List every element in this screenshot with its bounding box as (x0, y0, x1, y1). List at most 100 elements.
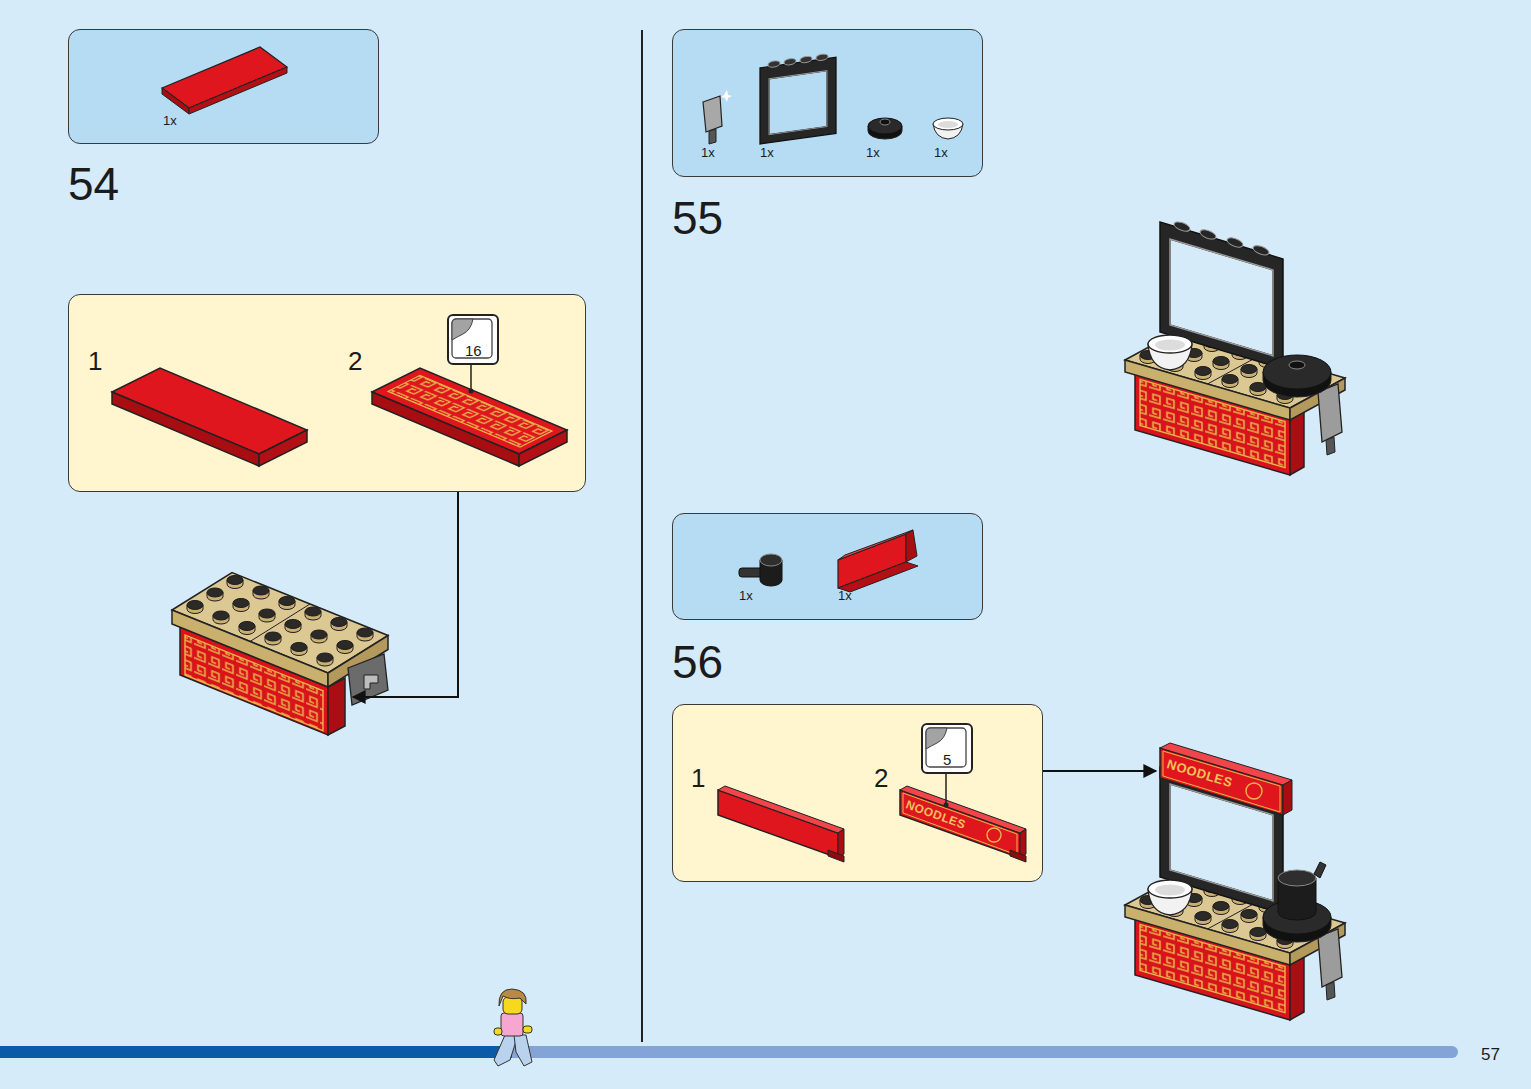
illustration-rect (739, 568, 763, 577)
page-number: 57 (1481, 1045, 1500, 1065)
sub-step-number: 1 (88, 347, 102, 377)
part-count: 1x (866, 146, 880, 161)
illustration-path (364, 675, 378, 689)
sticker-text: NOODLES (904, 798, 968, 832)
sticker-icon (926, 728, 966, 767)
round-tile-on-stall (1263, 355, 1331, 397)
illustration-polygon (903, 793, 1017, 855)
illustration-use (311, 630, 327, 643)
illustration-use (239, 622, 255, 635)
illustration-use (357, 628, 373, 641)
illustration-polygon (112, 368, 307, 454)
part-count: 1x (701, 146, 715, 161)
illustration-polygon (372, 368, 567, 454)
illustration-polygon (906, 530, 917, 562)
illustration-path (868, 126, 902, 139)
illustration-polygon (328, 678, 345, 735)
illustration-polygon (838, 562, 918, 592)
illustration-path (1263, 372, 1331, 397)
illustration-ellipse (800, 56, 812, 64)
illustration-use (265, 632, 281, 645)
illustration-polygon (1160, 743, 1292, 785)
illustration-use (331, 618, 347, 631)
illustration-polygon (162, 47, 287, 108)
parts-list-box: 1x1x (672, 513, 983, 620)
illustration-ellipse (938, 121, 958, 128)
illustration-use (291, 643, 307, 656)
cooking-pot (1263, 862, 1331, 942)
illustration-polygon (259, 430, 307, 466)
illustration-use (253, 586, 269, 599)
illustration-circle (987, 828, 1001, 842)
illustration-ellipse (1263, 355, 1331, 389)
illustration-path (452, 319, 473, 340)
red-tile-part (162, 47, 287, 114)
illustration-line (470, 365, 472, 389)
illustration-path (721, 90, 732, 102)
illustration-path (926, 728, 947, 749)
part-count: 1x (934, 146, 948, 161)
illustration-ellipse (880, 119, 890, 125)
illustration-path (499, 989, 526, 1006)
illustration-polygon (718, 790, 838, 858)
illustration-rect (501, 1013, 523, 1036)
sign-text: NOODLES (1165, 758, 1234, 792)
progress-bar-done (0, 1046, 512, 1058)
illustration-line (945, 774, 947, 803)
illustration-ellipse (1278, 870, 1316, 886)
illustration-polygon (172, 573, 388, 674)
illustration-polygon (1020, 829, 1026, 858)
part-count: 1x (163, 114, 177, 129)
illustration-rect (926, 728, 966, 767)
illustration-use (285, 620, 301, 633)
illustration-path (933, 124, 963, 139)
sub-step-box: 125 (672, 704, 1043, 882)
parts-list-box: 1x (68, 29, 379, 144)
illustration-polygon (900, 786, 1026, 833)
column-divider (641, 30, 643, 1042)
red-panel-part (838, 530, 918, 592)
sticker-leader (944, 774, 949, 808)
illustration-polygon (828, 850, 844, 862)
parts-list-box: 1x1x1x1x (672, 29, 983, 177)
illustration-circle (944, 803, 949, 808)
window-frame-part (760, 52, 836, 144)
illustration-path (760, 560, 782, 586)
sticker-callout: 5 (921, 723, 973, 774)
illustration-use (213, 611, 229, 624)
red-tile-stickered (372, 368, 567, 466)
illustration-ellipse (768, 60, 780, 68)
illustration-use (227, 576, 243, 589)
illustration-polygon (372, 392, 519, 466)
step-arrow (353, 492, 458, 697)
illustration-rect (452, 319, 492, 358)
illustration-polygon (900, 790, 1020, 858)
illustration-use (337, 641, 353, 654)
red-tile-plain (112, 368, 307, 466)
illustration-use (305, 607, 321, 620)
sticker-number: 5 (943, 751, 951, 768)
illustration-polygon (180, 627, 328, 735)
illustration-polygon (162, 88, 189, 114)
round-tile-part (868, 118, 902, 139)
sticker-number: 16 (465, 342, 482, 359)
illustration-g (185, 635, 323, 731)
illustration-ellipse (933, 118, 963, 130)
red-panel-stickered (900, 786, 1026, 862)
sticker-leader (469, 365, 474, 394)
stall-base-model (172, 573, 388, 736)
illustration-polygon (1010, 850, 1026, 862)
step-number: 54 (68, 158, 119, 211)
illustration-g (388, 375, 552, 447)
illustration-rect (185, 635, 323, 731)
illustration-circle (1246, 783, 1262, 799)
illustration-rect (503, 997, 522, 1014)
red-panel-plain (718, 786, 844, 862)
illustration-use (259, 609, 275, 622)
illustration-use (207, 588, 223, 601)
illustration-ellipse (868, 118, 902, 134)
illustration-use (279, 597, 295, 610)
illustration-use (317, 653, 333, 666)
